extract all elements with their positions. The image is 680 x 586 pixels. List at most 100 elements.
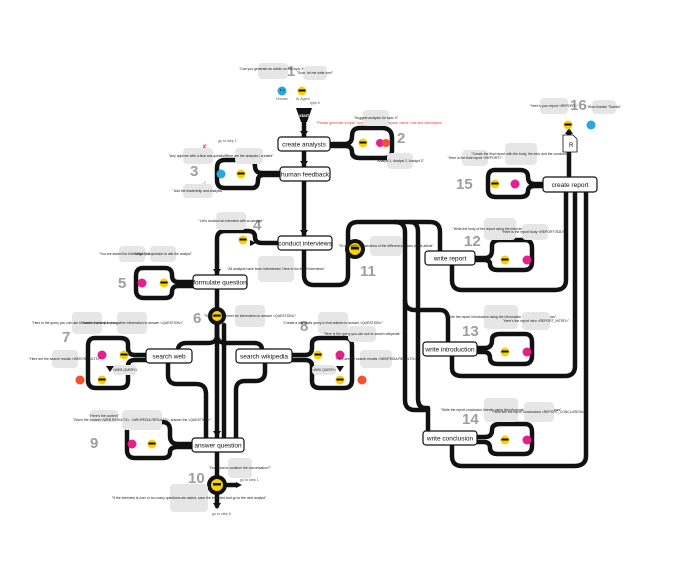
svg-text:"Here is the final report <REP: "Here is the final report <REPORT>" xyxy=(448,156,504,160)
writer-avatar xyxy=(522,255,532,265)
agent-avatar xyxy=(297,86,307,96)
step-number: 13 xyxy=(462,323,479,340)
svg-text:"Here's your report <REPORT>": "Here's your report <REPORT>" xyxy=(530,104,579,108)
track-create-report-loop xyxy=(485,167,546,200)
speech-bubble: "Here's your report <REPORT>" xyxy=(530,98,579,114)
track-conclusion-to-create-report xyxy=(449,189,589,469)
svg-text:"Search the internet for infor: "Search the internet for information to … xyxy=(204,314,297,318)
step-number: 1 xyxy=(287,63,295,80)
agent-avatar xyxy=(97,375,107,385)
speech-bubble: "Search the internet for information to … xyxy=(204,305,297,327)
speech-bubble: "Do I want to continue the conversation?… xyxy=(209,458,272,478)
node-search-web[interactable]: search web xyxy=(145,348,193,364)
persona-avatar xyxy=(137,278,147,288)
go-to-step-label: go to step 1 xyxy=(218,139,237,143)
speech-bubble: "Here are the search results <WIKIPEDIA … xyxy=(335,350,418,368)
track-search-wikipedia-loop xyxy=(289,335,355,391)
step-number: 15 xyxy=(456,176,473,193)
svg-text:"Here's the report intro <REPO: "Here's the report intro <REPORT_INTRO>" xyxy=(503,319,570,323)
node-create-analysts[interactable]: create analysts xyxy=(277,136,331,152)
arrow-right-icon xyxy=(250,240,256,246)
speech-bubble: <WIKI QUERY> xyxy=(312,365,336,375)
node-write-conclusion[interactable]: write conclusion xyxy=(422,430,478,446)
human-avatar xyxy=(216,169,226,179)
node-search-wikipedia[interactable]: search wikipedia xyxy=(235,348,293,364)
svg-text:"I'll now write the sections o: "I'll now write the sections of the diff… xyxy=(338,244,434,248)
report-file-icon: R xyxy=(562,134,578,153)
arrow-down-icon xyxy=(213,431,221,437)
agent-avatar xyxy=(147,439,157,449)
node-label: create analysts xyxy=(282,142,326,149)
track-write-conclusion-loop xyxy=(472,421,535,457)
speech-bubble: "Here is the query you can use to search… xyxy=(32,312,143,334)
svg-text:"Create a wikipedia query to f: "Create a wikipedia query to find articl… xyxy=(283,321,384,325)
arrow-down-icon xyxy=(300,131,308,137)
track-interviews-agent-loop xyxy=(214,228,283,265)
go-to-step-label: go to step 6 xyxy=(212,512,231,516)
agent-avatar xyxy=(358,138,368,148)
approve-icon: ✓ xyxy=(201,179,208,188)
track-branch-to-introduction xyxy=(402,297,451,351)
track-write-report-loop xyxy=(472,237,535,273)
track-search-web-down xyxy=(165,359,209,440)
speech-bubble: "Here is the report body <REPORT BODY>" xyxy=(502,224,569,240)
step-number: 9 xyxy=(90,435,98,452)
speech-bubble: "Create a web query to gather informatio… xyxy=(81,312,184,334)
track-interviews-to-sections xyxy=(301,219,428,413)
speech-bubble: "Can you generate an article on the topi… xyxy=(239,63,308,79)
writer-avatar xyxy=(510,179,520,189)
node-conduct-interviews[interactable]: conduct interviews xyxy=(277,235,333,251)
arrow-up-icon xyxy=(565,128,573,134)
svg-text:"Any approve with a final ans: "Any approve with a final ans question" xyxy=(169,154,228,158)
step-number: 12 xyxy=(464,233,481,250)
node-create-report[interactable]: create report xyxy=(542,176,598,193)
step-number: 14 xyxy=(462,411,479,428)
node-write-report[interactable]: write report xyxy=(424,250,476,266)
step-number: 16 xyxy=(570,97,587,114)
track-question-persona-loop xyxy=(133,265,197,301)
node-label: conduct interviews xyxy=(278,241,332,248)
node-write-introduction[interactable]: write introduction xyxy=(422,341,478,357)
arrow-right-icon xyxy=(236,482,242,488)
persona-avatar xyxy=(335,350,345,360)
speech-bubble: "What is a question to ask the analyst" xyxy=(134,246,193,262)
node-label: answer question xyxy=(194,443,242,450)
svg-text:"Here is the query you can use: "Here is the query you can use to search… xyxy=(323,332,401,336)
svg-text:"Do I want to continue the con: "Do I want to continue the conversation?… xyxy=(209,466,272,470)
speech-bubble: "Here is the query you can use to search… xyxy=(323,326,401,342)
svg-text:"Here are the analysts I creat: "Here are the analysts I created" xyxy=(225,154,275,158)
arrow-down-icon xyxy=(300,230,308,236)
svg-text:"Suggest analysts for topic X": "Suggest analysts for topic X" xyxy=(354,116,399,120)
svg-text:"Let's conduct an interview wi: "Let's conduct an interview with an anal… xyxy=(199,219,264,223)
go-to-step-label: go to step 1 xyxy=(240,478,259,482)
svg-text:"Write the report introduction: "Write the report introduction using the… xyxy=(446,315,557,319)
track-feedback-human-loop xyxy=(214,157,283,191)
agent-role-label: AI Agent xyxy=(296,97,310,101)
node-answer-question[interactable]: answer question xyxy=(191,437,245,453)
svg-text:"Write the body of the report: "Write the body of the report using the … xyxy=(453,227,549,231)
human-avatar xyxy=(586,120,596,130)
speech-bubble: "Here's the context" xyxy=(89,410,120,422)
agent-avatar xyxy=(563,120,573,130)
speech-bubble: "Write the body of the report using the … xyxy=(453,218,549,240)
speech-bubble: "Create a wikipedia query to find articl… xyxy=(283,312,384,334)
step-number: 6 xyxy=(193,310,201,327)
node-formulate-question[interactable]: formulate question xyxy=(192,274,248,290)
arrow-down-icon xyxy=(213,503,221,509)
speech-bubble: "Create the final report with the body, … xyxy=(471,143,571,165)
step-numbers: 1 2 3 4 5 6 7 8 9 10 11 12 13 14 15 16 xyxy=(62,63,587,487)
svg-text:"Here are the report conclusio: "Here are the report conclusions <REPORT… xyxy=(492,410,586,414)
agent-avatar xyxy=(119,350,129,360)
speech-bubble: <WEB QUERY> xyxy=(113,365,137,375)
reject-icon: ✗ xyxy=(201,143,208,152)
speech-bubble: "I'll now write the sections of the diff… xyxy=(338,236,434,256)
speech-bubble: "All analysts have been interviewed. Her… xyxy=(227,256,326,282)
hub-step-6 xyxy=(208,307,226,325)
speech-bubble: "Suggest analysts for topic X" xyxy=(354,110,399,126)
speech-bubble: "Write the report conclusion directly us… xyxy=(441,398,562,422)
node-human-feedback[interactable]: human feedback xyxy=(279,166,331,182)
writer-avatar xyxy=(522,435,532,445)
agent-avatar xyxy=(335,375,345,385)
speech-bubble: "Here is the final report <REPORT>" xyxy=(448,150,504,166)
node-label: write introduction xyxy=(424,347,475,354)
